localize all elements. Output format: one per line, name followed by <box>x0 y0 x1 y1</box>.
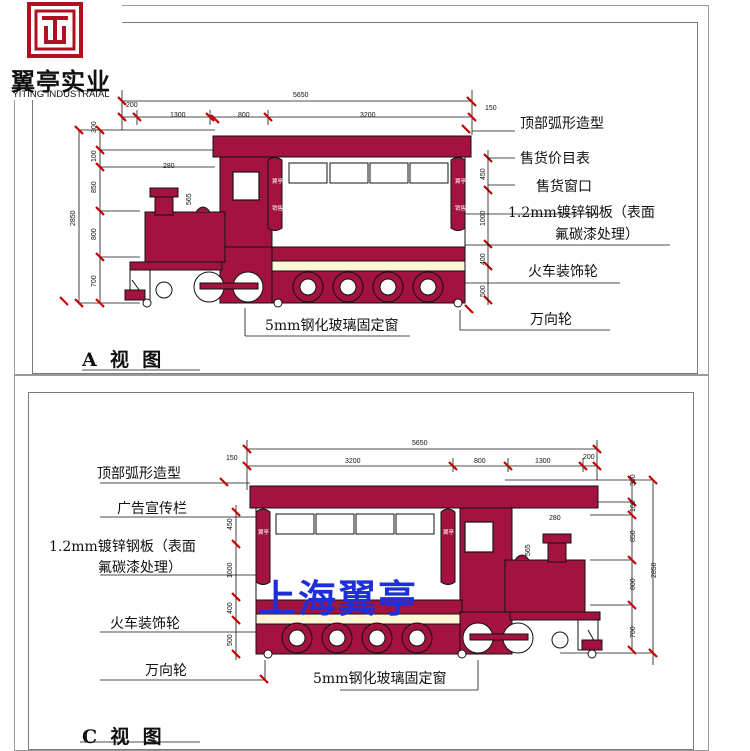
a-dim-3200: 3200 <box>360 112 376 119</box>
logo-english-name: YITING INDUSTRAIAL <box>12 89 110 100</box>
c-dim-h850: 850 <box>630 530 637 542</box>
c-dim-l1000: 1000 <box>227 562 234 578</box>
a-label-price-list: 售货价目表 <box>520 150 590 167</box>
pillar-text-a3: 销售 <box>272 204 283 212</box>
a-label-steel-plate-1: 1.2mm镀锌钢板（表面 <box>508 204 655 221</box>
c-dim-h700: 700 <box>630 626 637 638</box>
a-dim-c280: 280 <box>163 163 175 170</box>
c-dim-total: 5650 <box>412 440 428 447</box>
pillar-text-a1: 翼亭 <box>272 177 284 185</box>
a-dim-h300: 300 <box>91 121 98 133</box>
frame-a <box>32 22 698 374</box>
a-label-train-wheel: 火车装饰轮 <box>528 263 598 280</box>
logo-chinese-name: 翼亭实业 <box>11 68 111 96</box>
c-dim-200: 200 <box>583 454 595 461</box>
a-dim-200: 200 <box>126 102 138 109</box>
c-dim-l500: 500 <box>227 634 234 646</box>
a-dim-r500: 500 <box>480 285 487 297</box>
a-dim-r1000: 1000 <box>480 210 487 226</box>
c-label-train-wheel: 火车装饰轮 <box>110 615 180 632</box>
c-label-steel-plate-2: 氟碳漆处理） <box>98 560 182 576</box>
c-label-ad-board: 广告宣传栏 <box>117 501 187 517</box>
view-c-title: C 视 图 <box>82 726 162 748</box>
c-dim-l450: 450 <box>227 518 234 530</box>
company-logo: 翼亭实业 YITING INDUSTRAIAL <box>0 0 122 100</box>
logo-mark-icon <box>27 2 83 58</box>
c-dim-l400: 400 <box>227 602 234 614</box>
a-dim-150: 150 <box>485 105 497 112</box>
a-label-caster: 万向轮 <box>530 312 572 328</box>
pillar-text-a2: 翼亭 <box>455 177 467 185</box>
c-dim-h100: 100 <box>630 500 637 512</box>
c-dim-2850: 2850 <box>651 562 658 578</box>
a-dim-r400: 400 <box>480 253 487 265</box>
c-label-top-arc: 顶部弧形造型 <box>97 466 181 482</box>
view-a-title: A 视 图 <box>82 349 162 371</box>
a-dim-800: 800 <box>238 112 250 119</box>
a-label-steel-plate-2: 氟碳漆处理） <box>555 227 639 243</box>
a-dim-h700: 700 <box>91 275 98 287</box>
watermark-text: 上海翼亭 <box>258 577 419 621</box>
c-dim-c565: 565 <box>525 544 532 556</box>
a-dim-h100: 100 <box>91 150 98 162</box>
c-dim-150: 150 <box>226 455 238 462</box>
c-dim-c280: 280 <box>549 515 561 522</box>
c-dim-h800: 800 <box>630 578 637 590</box>
c-dim-1300: 1300 <box>535 458 551 465</box>
a-dim-c565: 565 <box>186 193 193 205</box>
a-dim-total: 5650 <box>293 92 309 99</box>
pillar-text-c2: 翼亭 <box>443 528 455 536</box>
c-label-steel-plate-1: 1.2mm镀锌钢板（表面 <box>49 538 196 555</box>
a-label-top-arc: 顶部弧形造型 <box>520 116 604 132</box>
a-dim-h800: 800 <box>91 228 98 240</box>
c-dim-h300: 300 <box>630 474 637 486</box>
a-dim-2850: 2850 <box>70 210 77 226</box>
a-label-sales-window: 售货窗口 <box>536 178 592 195</box>
c-dim-800: 800 <box>474 458 486 465</box>
c-label-caster: 万向轮 <box>145 663 187 679</box>
c-dim-3200: 3200 <box>345 458 361 465</box>
pillar-text-c1: 翼亭 <box>258 528 270 536</box>
a-dim-1300: 1300 <box>170 112 186 119</box>
view-a-wheels <box>142 271 463 308</box>
a-dim-h850: 850 <box>91 181 98 193</box>
a-dim-r450: 450 <box>480 168 487 180</box>
a-label-glass: 5mm钢化玻璃固定窗 <box>265 317 398 334</box>
pillar-text-a4: 销售 <box>455 204 466 212</box>
c-label-glass: 5mm钢化玻璃固定窗 <box>313 670 446 687</box>
view-c-wheels <box>263 622 597 659</box>
